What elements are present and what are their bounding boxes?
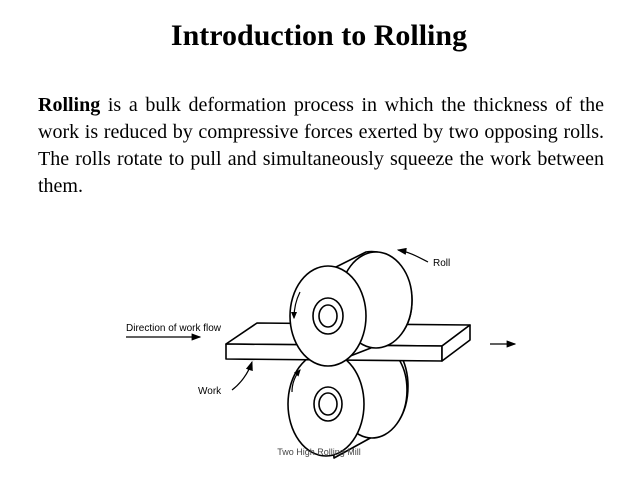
direction-of-work-flow-label: Direction of work flow xyxy=(126,323,222,334)
figure-caption: Two High Rolling Mill xyxy=(277,447,361,457)
top-roll-rotation-arrow xyxy=(291,291,301,320)
bottom-roll-rotation-arrow xyxy=(291,369,301,393)
slide-title: Introduction to Rolling xyxy=(170,19,468,52)
roll-leader-line xyxy=(396,247,429,263)
top-roll xyxy=(289,250,413,367)
rolling-term: Rolling xyxy=(38,94,101,116)
roll-label: Roll xyxy=(433,258,450,269)
intro-paragraph: Rolling is a bulk deformation process in… xyxy=(38,92,604,200)
work-label: Work xyxy=(198,386,222,397)
bottom-roll xyxy=(287,334,409,459)
rolling-definition: is a bulk deformation process in which t… xyxy=(38,94,604,197)
work-leader-line xyxy=(231,360,253,391)
